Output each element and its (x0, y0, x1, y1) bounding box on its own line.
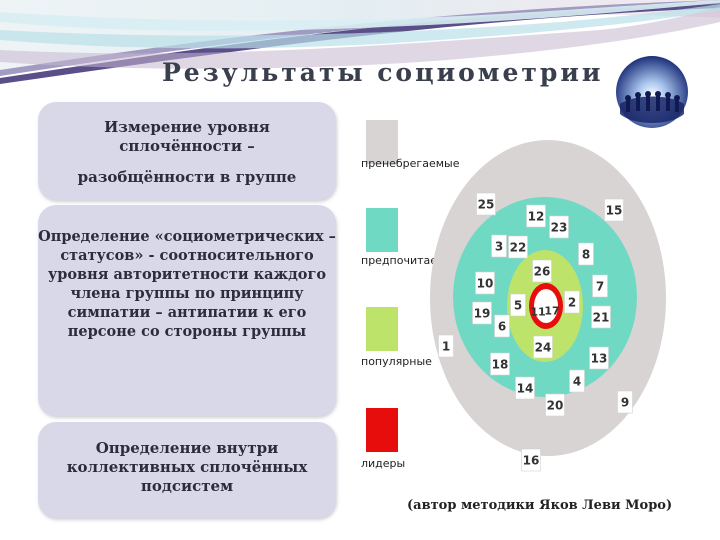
svg-text:16: 16 (523, 454, 540, 468)
svg-text:18: 18 (492, 358, 509, 372)
member-22: 22 (508, 235, 528, 259)
svg-text:14: 14 (517, 382, 534, 396)
member-18: 18 (490, 352, 510, 376)
legend-label-leaders: лидеры (361, 457, 406, 470)
svg-text:20: 20 (547, 399, 564, 413)
legend-swatch-neglected (366, 120, 398, 164)
svg-text:24: 24 (535, 341, 552, 355)
svg-text:22: 22 (510, 241, 527, 255)
svg-text:10: 10 (477, 277, 494, 291)
member-9: 9 (617, 390, 633, 414)
svg-text:13: 13 (591, 352, 608, 366)
member-10: 10 (475, 271, 495, 295)
member-26: 26 (532, 259, 552, 283)
card-text: сплочённости – (119, 137, 255, 155)
svg-text:19: 19 (474, 307, 491, 321)
member-5: 5 (510, 293, 526, 317)
card-text: Измерение уровня (104, 118, 270, 136)
legend-label-neglected: пренебрегаемые (361, 157, 460, 170)
svg-text:3: 3 (495, 240, 503, 254)
member-21: 21 (591, 305, 611, 329)
header-banner (0, 0, 720, 90)
svg-text:23: 23 (551, 221, 568, 235)
member-8: 8 (578, 242, 594, 266)
svg-text:2: 2 (568, 296, 576, 310)
member-20: 20 (545, 393, 565, 417)
member-19: 19 (472, 301, 492, 325)
svg-text:12: 12 (528, 210, 545, 224)
card-text: разобщённости в группе (77, 168, 297, 186)
svg-text:1: 1 (442, 340, 450, 354)
card-text: Определение «социометрических – статусов… (38, 228, 336, 340)
member-12: 12 (526, 204, 546, 228)
svg-text:11: 11 (530, 306, 545, 319)
svg-text:6: 6 (498, 320, 506, 334)
legend-swatch-popular (366, 307, 398, 351)
member-7: 7 (592, 274, 608, 298)
svg-text:15: 15 (606, 204, 623, 218)
card-sociometric-status: Определение «социометрических – статусов… (38, 205, 336, 416)
member-2: 2 (564, 290, 580, 314)
ring-leaders-inner (534, 289, 558, 323)
member-1: 1 (438, 334, 454, 358)
member-6: 6 (494, 314, 510, 338)
svg-text:4: 4 (573, 375, 581, 389)
member-11: 11 (530, 306, 545, 319)
card-cohesion: Измерение уровня сплочённости – разобщён… (38, 102, 336, 200)
svg-text:7: 7 (596, 280, 604, 294)
card-subsystems: Определение внутри коллективных сплочённ… (38, 422, 336, 518)
globe-people-logo-icon (616, 56, 688, 128)
author-credit: (автор методики Яков Леви Моро) (407, 498, 673, 513)
member-17: 17 (544, 305, 559, 318)
svg-text:8: 8 (582, 248, 590, 262)
svg-text:26: 26 (534, 265, 551, 279)
svg-text:21: 21 (593, 311, 610, 325)
card-text: Определение внутри коллективных сплочённ… (66, 439, 308, 495)
svg-text:9: 9 (621, 396, 629, 410)
legend-swatch-leaders (366, 408, 398, 452)
member-3: 3 (491, 234, 507, 258)
member-15: 15 (604, 198, 624, 222)
legend-label-popular: популярные (361, 355, 432, 368)
legend-swatch-preferred (366, 208, 398, 252)
member-13: 13 (589, 346, 609, 370)
svg-text:17: 17 (544, 305, 559, 318)
member-24: 24 (533, 335, 553, 359)
page-title: Результаты социометрии (162, 58, 604, 87)
member-23: 23 (549, 215, 569, 239)
member-4: 4 (569, 369, 585, 393)
member-25: 25 (476, 192, 496, 216)
member-16: 16 (521, 448, 541, 472)
svg-text:5: 5 (514, 299, 522, 313)
svg-text:25: 25 (478, 198, 495, 212)
member-14: 14 (515, 376, 535, 400)
